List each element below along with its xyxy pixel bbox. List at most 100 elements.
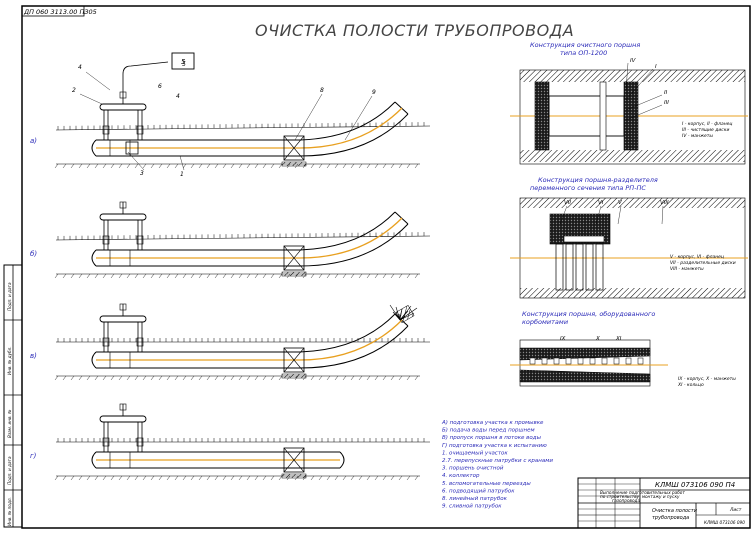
pipe-cap [91,139,97,157]
leader [127,151,145,171]
trench-hatch [342,375,347,381]
trench-hatch [318,375,323,381]
collector-valve-top [119,201,127,209]
collector-valve [136,125,144,135]
collector-valve-top [119,303,127,311]
page-title: ОЧИСТКА ПОЛОСТИ ТРУБОПРОВОДА [255,21,574,40]
brush-block [589,357,596,365]
trench-hatch [190,375,195,381]
trench-hatch [126,375,131,381]
trench-hatch [350,163,355,169]
legend-item: 5. вспомогательные переезды [442,481,531,487]
brush-block [553,357,560,365]
trench-hatch [62,375,67,381]
valve-x [283,245,305,271]
collector-leg [137,219,143,251]
trench-hatch [158,375,163,381]
trench-hatch [390,273,395,279]
trench-hatch [86,475,91,481]
trench-hatch [198,475,203,481]
section-piston-rp: Конструкция поршня-разделителя переменно… [510,176,748,299]
collector-valve [136,437,144,447]
trench-hatch [126,273,131,279]
scene-b [54,201,431,279]
trench-hatch [414,475,419,481]
leader [625,104,663,121]
trench-hatch [222,375,227,381]
trench-hatch [174,273,179,279]
collector-leg [137,421,143,453]
callout: 1 [180,171,184,178]
trench-hatch [334,273,339,279]
legend-item: 6. подводящий патрубок [442,488,515,494]
trench-hatch [198,163,203,169]
separator-disk [555,243,564,291]
trench-hatch [374,273,379,279]
pump-label: 5 [181,58,186,66]
callout: 5 [182,61,186,68]
trench-hatch [126,475,131,481]
section-piston-k: Конструкция поршня, оборудованного корбо… [510,310,736,388]
sheet-label: Лист [729,507,742,513]
trench-hatch [318,475,323,481]
piston [125,141,139,155]
piston-lower [519,369,651,383]
trench-hatch [374,375,379,381]
trench-hatch [150,163,155,169]
pipe-cap [91,351,97,369]
piston-upper [519,347,651,361]
trench-hatch [174,475,179,481]
collector-leg [103,219,109,251]
scene-label-b: б) [30,250,37,258]
collector-valve [102,437,110,447]
trench-hatch [102,163,107,169]
trench-hatch [222,273,227,279]
trench-hatch [406,475,411,481]
trench-hatch [310,475,315,481]
trench-hatch [406,375,411,381]
part-mark: I [655,64,657,70]
section-subtitle: переменного сечения типа РП-ПС [530,184,646,192]
trench-hatch [230,273,235,279]
trench-hatch [238,375,243,381]
valve-x [283,135,305,161]
ground-line [55,125,431,131]
trench-hatch [134,163,139,169]
trench-hatch [374,163,379,169]
trench-hatch [342,273,347,279]
scene-c [54,303,430,381]
valve-x [283,447,305,473]
collector-valve [136,337,144,347]
trench-hatch [262,163,267,169]
trench-hatch [158,273,163,279]
sheet-frame [21,5,751,529]
trench-hatch [278,163,283,169]
scene-label-d: г) [30,452,37,460]
trench-hatch [78,163,83,169]
trench-hatch [246,475,251,481]
trench-hatch [214,163,219,169]
part-mark: XI [615,336,622,342]
trench-hatch [142,163,147,169]
collector-leg [103,421,109,453]
trench-hatch [182,273,187,279]
leader [79,93,103,105]
trench-hatch [190,273,195,279]
trench-hatch [262,273,267,279]
pump-box [171,52,195,70]
flange [563,235,605,243]
trench-hatch [94,273,99,279]
trench-hatch [198,375,203,381]
trench-hatch [102,273,107,279]
legend-item: 8. линейный патрубок [442,496,508,502]
brush-block [565,357,572,365]
trench-hatch [358,163,363,169]
scene-label-c: в) [30,352,37,360]
trench-hatch [326,273,331,279]
leader [85,71,111,91]
brush-block [541,357,548,365]
trench-hatch [134,375,139,381]
trench-hatch [142,475,147,481]
trench-hatch [142,375,147,381]
